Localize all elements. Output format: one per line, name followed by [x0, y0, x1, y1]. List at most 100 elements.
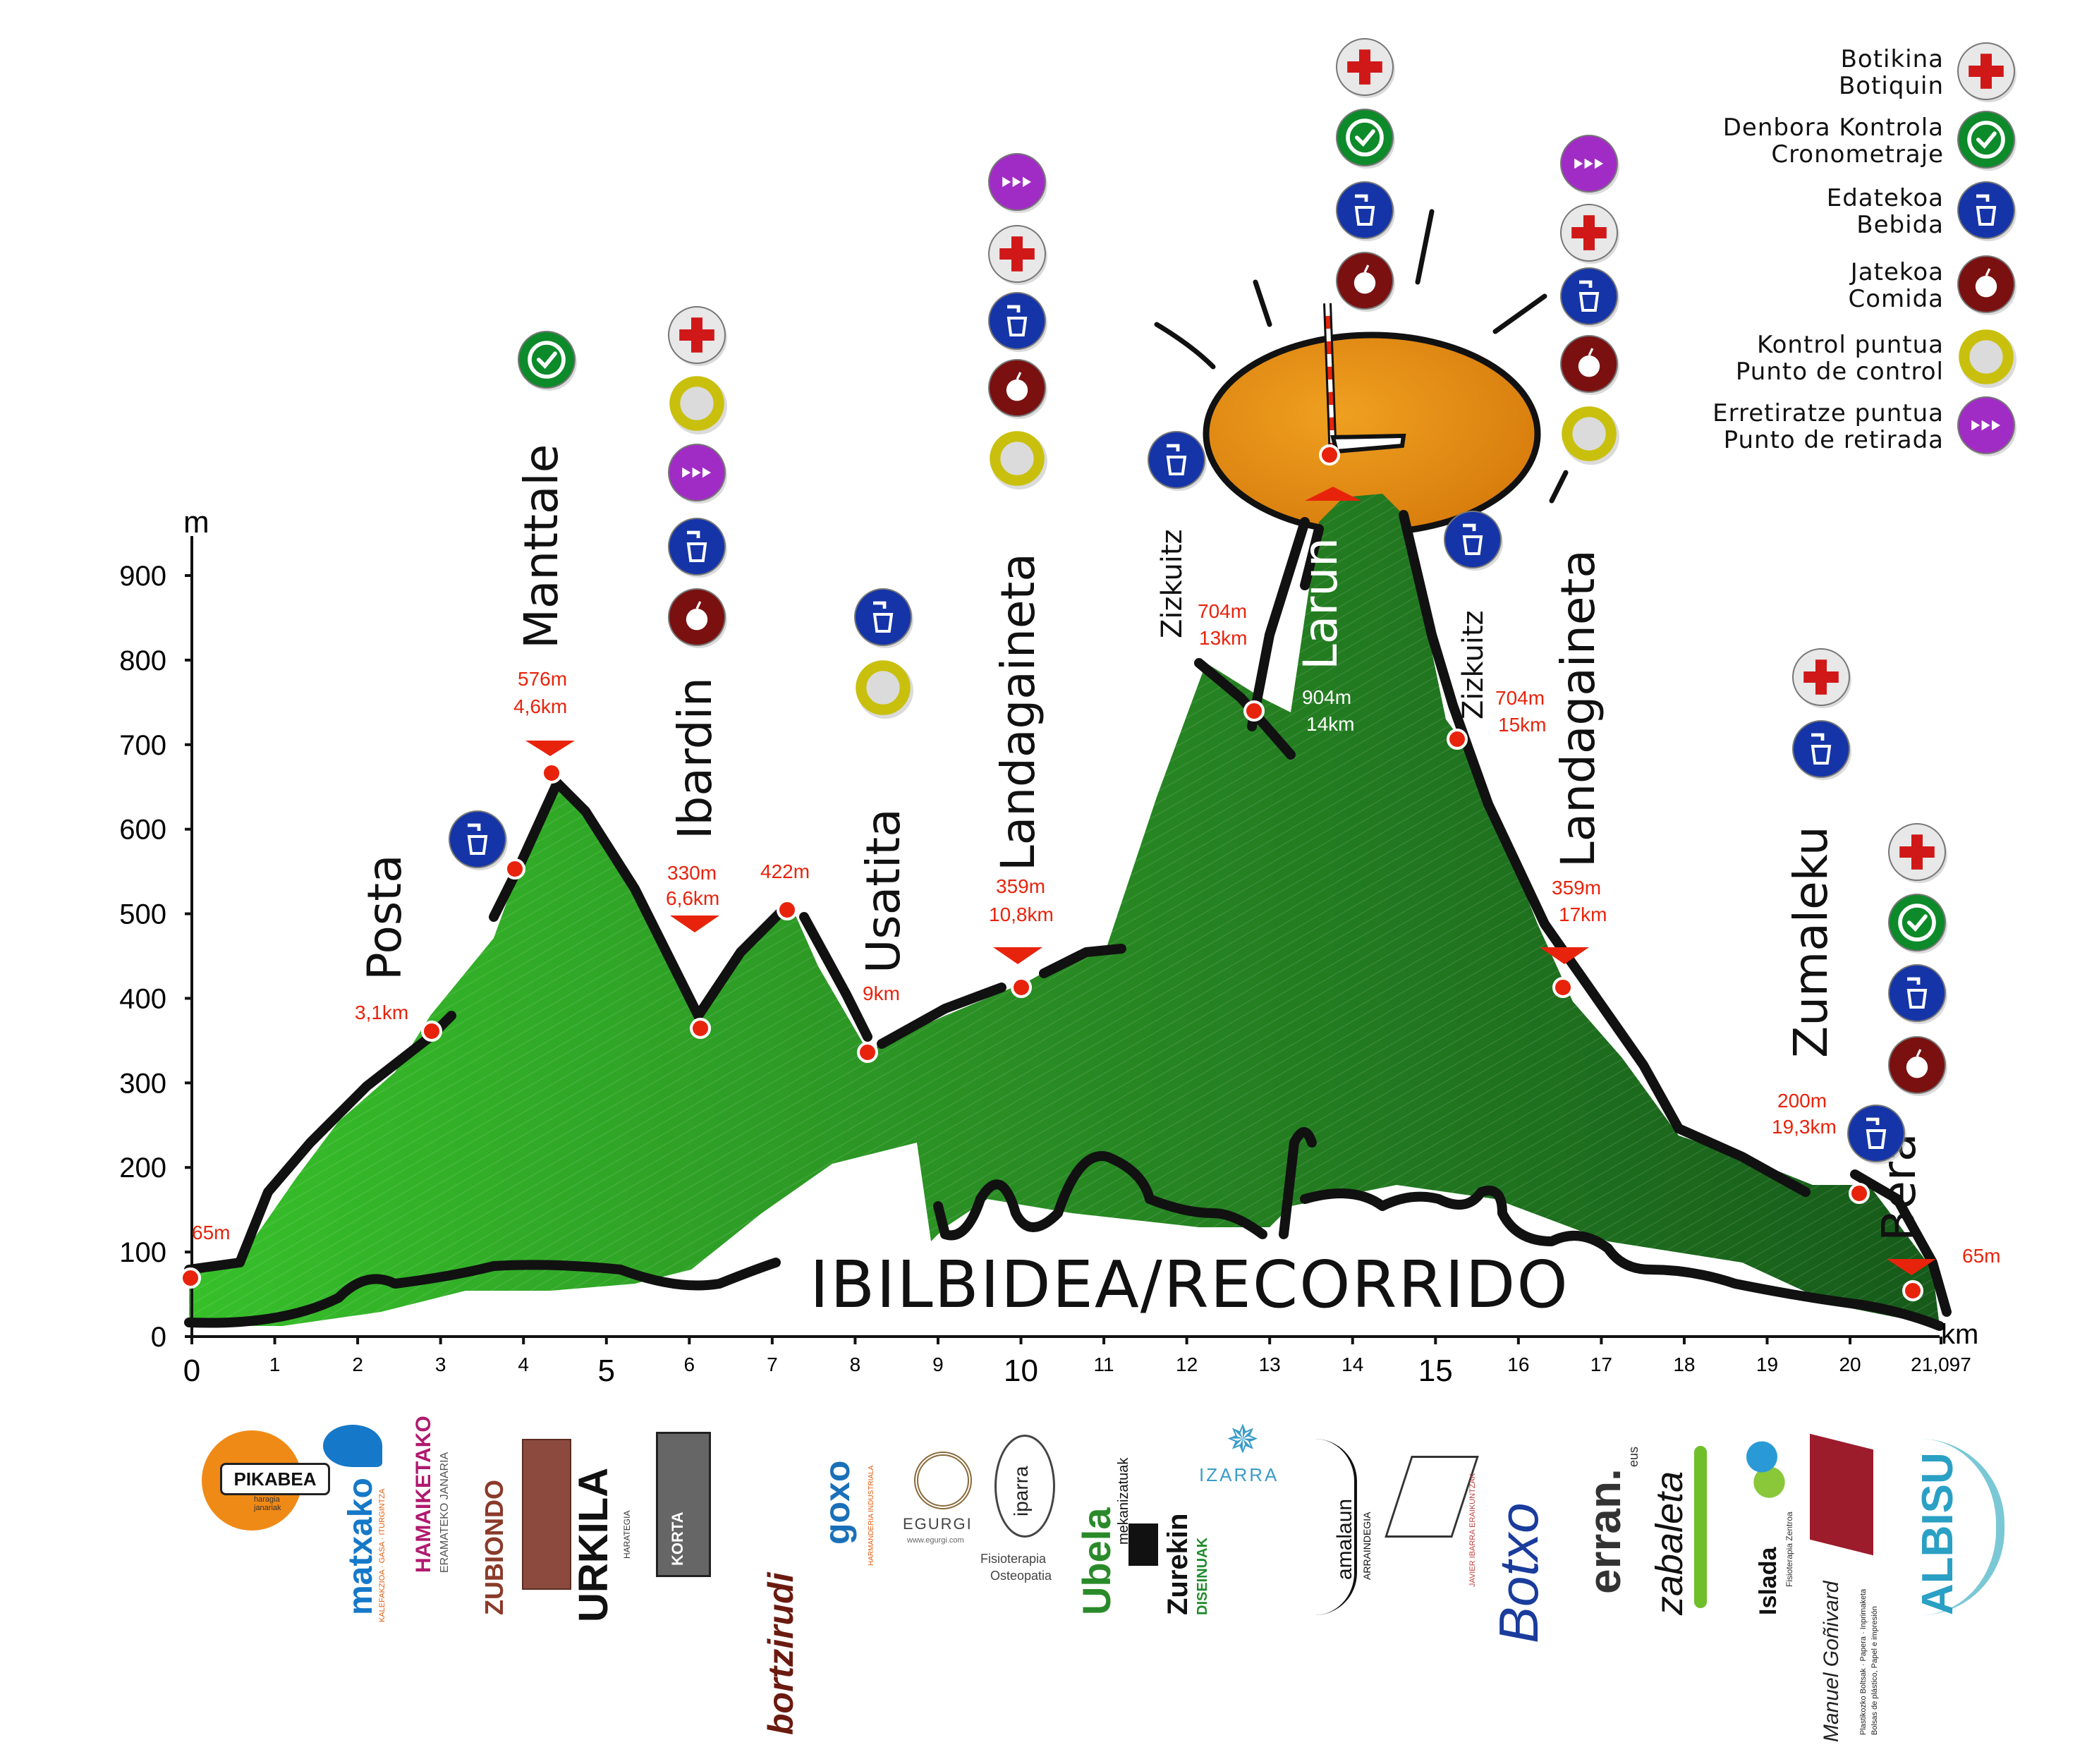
- drink-icon: [1792, 720, 1851, 780]
- y-tick-700: 700: [119, 730, 166, 761]
- x-tick-6: 6: [684, 1354, 695, 1375]
- place-usatita: Usatita: [856, 808, 911, 973]
- sponsor-plastikazko: Plastikozko Boltsak · Papera · Inprimake…: [1859, 1588, 1868, 1735]
- sponsor-goxo-sub: HARMANDERIA INDUSTRIALA: [868, 1465, 875, 1566]
- x-tick-9: 9: [932, 1354, 944, 1375]
- food-icon: [988, 359, 1047, 419]
- sponsor-manuel-flag: [1810, 1433, 1873, 1556]
- sponsor-pikabea-sub: haragia janariak: [254, 1495, 281, 1512]
- ibardin-km-label: 6,6km: [666, 887, 719, 909]
- legend-label-eu: Botikina: [1840, 45, 1944, 73]
- ziz2-km-label: 15km: [1498, 714, 1546, 736]
- sponsor-goxo: goxo: [817, 1460, 857, 1545]
- sponsor-zubiondo-image: [522, 1439, 571, 1590]
- ziz1-alt-label: 704m: [1198, 600, 1247, 622]
- sponsor-erran: erran.: [1579, 1468, 1630, 1594]
- sponsor-zubiondo: ZUBIONDO: [480, 1480, 509, 1615]
- sponsor-pikabea-name: PIKABEA: [220, 1463, 330, 1495]
- sponsor-zurekin: Zurekin: [1162, 1513, 1193, 1615]
- drink-icon: [1957, 181, 2016, 241]
- x-tick-7: 7: [767, 1354, 778, 1375]
- withdrawal-icon: [668, 444, 727, 504]
- food-icon: [668, 588, 727, 648]
- sponsor-manuel: Manuel Goñivard: [1820, 1581, 1843, 1742]
- y-tick-900: 900: [119, 561, 166, 592]
- land1-alt-label: 359m: [996, 875, 1045, 897]
- sun-rays: [1154, 209, 1569, 504]
- first-aid-icon: [1792, 648, 1851, 708]
- sponsor-iparra-ring: [994, 1435, 1055, 1538]
- control-ring-icon: [1959, 329, 2016, 388]
- x-tick-4: 4: [518, 1354, 529, 1375]
- sponsor-urkila: URKILA: [571, 1467, 616, 1622]
- control-ring-icon: [856, 660, 913, 719]
- sponsor-islada: Islada: [1755, 1547, 1782, 1615]
- sponsor-albisu: ALBISU: [1914, 1452, 1962, 1615]
- sponsor-zurekin-sub: DISEINUAK: [1195, 1537, 1210, 1615]
- sponsor-matxako-sub: KALEFAKZIOA · GASA · ITURGINTZA: [378, 1488, 387, 1622]
- manttale-alt-label: 576m: [518, 668, 567, 690]
- withdrawal-icon: [988, 153, 1047, 213]
- larun-alt-label: 904m: [1302, 686, 1351, 708]
- control-ring-icon: [669, 376, 727, 434]
- x-tick-17: 17: [1590, 1354, 1612, 1375]
- drink-icon: [1148, 431, 1207, 491]
- timing-check-icon: [518, 331, 577, 391]
- sponsor-javier-logo: [1385, 1456, 1479, 1538]
- sponsor-korta-box: [656, 1432, 711, 1577]
- legend-label-es: Cronometraje: [1771, 140, 1944, 169]
- y-unit-label: m: [183, 505, 209, 540]
- larun-km-label: 14km: [1306, 713, 1354, 735]
- sponsor-egurgi-rings: [914, 1452, 972, 1509]
- y-tick-400: 400: [119, 983, 166, 1014]
- control-ring-icon: [1959, 329, 2016, 388]
- place-zumaleku: Zumaleku: [1784, 826, 1838, 1058]
- sponsor-egurgi-sub: www.egurgi.com: [907, 1536, 964, 1545]
- x-tick-1: 1: [269, 1354, 281, 1375]
- legend-label-es: Punto de control: [1735, 358, 1944, 386]
- sponsor-matxako: matxako: [342, 1478, 379, 1615]
- posta-km-label: 3,1km: [355, 1002, 408, 1023]
- manttale-km-label: 4,6km: [513, 695, 567, 717]
- sponsor-iparra-sub2: Osteopatia: [990, 1569, 1052, 1583]
- sponsor-zabaleta-mark: [1694, 1446, 1707, 1608]
- control-ring-icon: [1562, 406, 1619, 465]
- sponsor-iparra-sub1: Fisioterapia: [980, 1552, 1047, 1566]
- land1-km-label: 10,8km: [989, 904, 1054, 925]
- place-landagaineta-2: Landagaineta: [1551, 549, 1605, 868]
- legend-label-es: Punto de retirada: [1723, 426, 1944, 454]
- sponsor-islada-hands: [1742, 1435, 1791, 1498]
- sponsor-egurgi: EGURGI: [903, 1515, 973, 1533]
- timing-check-icon: [1957, 111, 2016, 171]
- drink-icon: [1888, 964, 1947, 1024]
- x-tick-5: 5: [598, 1354, 615, 1388]
- sponsor-botxo: Botxo: [1487, 1502, 1550, 1643]
- x-tick-18: 18: [1673, 1354, 1695, 1375]
- drink-icon: [1957, 181, 2016, 241]
- sponsor-zabaleta: zabaleta: [1648, 1471, 1691, 1615]
- food-icon: [1888, 1036, 1947, 1096]
- first-aid-icon: [1560, 204, 1619, 264]
- y-tick-800: 800: [119, 645, 166, 676]
- zuma-alt-label: 200m: [1777, 1090, 1827, 1112]
- x-tick-0: 0: [183, 1354, 200, 1388]
- place-zizkuitz-1: Zizkuitz: [1156, 529, 1188, 638]
- finish-alt-label: 65m: [1962, 1245, 2000, 1267]
- drink-icon: [1336, 181, 1395, 241]
- x-tick-16: 16: [1507, 1354, 1529, 1375]
- sponsor-amalaun-face: [1305, 1439, 1357, 1615]
- timing-check-icon: [1888, 894, 1947, 954]
- elevation-markers: [180, 444, 1923, 1301]
- x-tick-12: 12: [1176, 1354, 1198, 1375]
- drink-icon: [1847, 1105, 1906, 1164]
- y-tick-300: 300: [119, 1068, 166, 1099]
